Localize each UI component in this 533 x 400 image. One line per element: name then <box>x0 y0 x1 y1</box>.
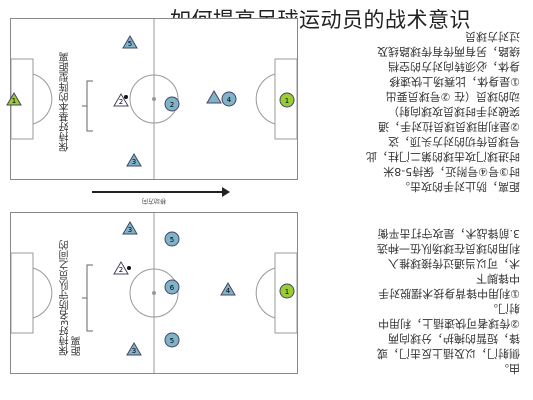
text-line: 绕路，另有两传有传球路线及 <box>377 45 520 58</box>
player-marker: 3 <box>122 221 138 235</box>
text-line: 身体，必须转向对方的空档 <box>388 60 520 73</box>
text-line: 利用的球员在球场队伍一种选 <box>377 242 520 255</box>
pitch-diagram-bottom <box>10 212 298 374</box>
player-marker: 3 <box>126 153 142 167</box>
player-marker: 5 <box>164 231 180 247</box>
goalkeeper-marker: 1 <box>279 92 295 108</box>
text-line: ②传球者可快速插上，利用中 <box>378 317 520 330</box>
player-marker: 6 <box>164 279 180 295</box>
svg-text:4: 4 <box>227 96 232 104</box>
diagram-bottom-note: 保持好3名防守队员之间的距离 <box>60 239 83 356</box>
svg-text:3: 3 <box>132 347 136 355</box>
text-line: 时③号④号附近，保持5-8米 <box>383 165 520 178</box>
text-line: ①是身体，比赛场上快速移 <box>389 75 520 88</box>
svg-text:1: 1 <box>285 288 289 296</box>
svg-text:3: 3 <box>132 158 136 166</box>
text-line: 号球员传切的对方头顶，这 <box>388 135 520 148</box>
text-line: 过对方球员 <box>465 30 520 43</box>
pitch-top-svg <box>11 19 297 179</box>
svg-text:4: 4 <box>226 287 231 295</box>
goalkeeper-marker: 1 <box>279 283 295 299</box>
player-marker: 5 <box>122 35 138 49</box>
svg-text:5: 5 <box>128 40 132 48</box>
svg-text:1: 1 <box>12 97 16 105</box>
svg-text:2: 2 <box>170 101 174 109</box>
direction-arrow <box>92 187 230 197</box>
text-line: 时进球门攻击球的第二门柱，此 <box>366 150 520 163</box>
svg-text:5: 5 <box>170 236 174 244</box>
svg-text:6: 6 <box>170 284 175 292</box>
goalkeeper-marker: 1 <box>6 92 22 106</box>
text-line: 射门。 <box>487 302 520 315</box>
svg-text:1: 1 <box>285 97 289 105</box>
svg-text:5: 5 <box>170 337 174 345</box>
svg-text:3: 3 <box>128 226 132 234</box>
player-marker: 5 <box>164 332 180 348</box>
text-line: 3.前锋战术，是攻守打击平衡 <box>377 227 521 240</box>
player-marker: 2 <box>113 261 129 275</box>
text-line: ②是利用球员球员拉对手，通 <box>378 120 520 133</box>
text-line: 术，可以当通过传接球推入 <box>388 257 520 270</box>
text-line: 侧射门，以及插上反击门，或 <box>377 347 520 360</box>
text-line: 由。 <box>498 362 520 375</box>
text-line: 突破对手时球员攻球向射） <box>388 105 520 118</box>
ball-icon <box>127 266 131 270</box>
pitch-bottom-svg <box>11 213 297 373</box>
text-line: ①利用中锋背身技术摆脱对手 <box>378 287 520 300</box>
text-line: 锋，短暂的掩护，分球向两 <box>388 332 520 345</box>
player-marker: 2 <box>164 96 180 112</box>
text-block-bottom: 由。 侧射门，以及插上反击门，或 锋，短暂的掩护，分球向两 ②传球者可快速插上，… <box>305 225 520 375</box>
text-block-top: 距离，防止对手的攻击。 时③号④号附近，保持5-8米 时进球门攻击球的第二门柱，… <box>305 28 520 193</box>
pitch-diagram-top <box>10 18 298 180</box>
text-line: 动的球员（在 ②号球员要出 <box>385 90 520 103</box>
player-marker: 3 <box>126 342 142 356</box>
player-marker: 2 <box>113 93 129 107</box>
text-line: 中锋脚下 <box>476 272 520 285</box>
player-marker: 4 <box>206 90 237 107</box>
text-line: 距离，防止对手的攻击。 <box>399 180 520 193</box>
svg-text:2: 2 <box>119 266 123 274</box>
ball-icon <box>124 95 128 99</box>
player-marker: 4 <box>220 282 236 296</box>
svg-text:2: 2 <box>119 98 123 106</box>
